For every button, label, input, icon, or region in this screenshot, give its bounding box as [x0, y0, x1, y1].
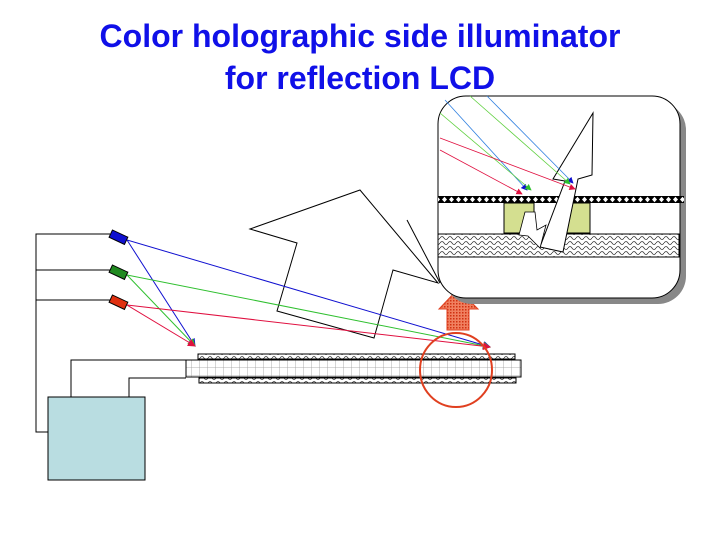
- inset-small-arrow: [518, 211, 547, 249]
- slide-title-line-1: Color holographic side illuminator: [99, 18, 621, 54]
- laser-rays: [126, 239, 491, 351]
- red-laser: [108, 294, 129, 311]
- magnify-highlight-circle: [419, 332, 493, 408]
- output-light-arrow: [248, 189, 440, 339]
- laser-sources: [108, 229, 129, 311]
- inset-connector: [406, 219, 441, 284]
- green-laser: [108, 264, 129, 281]
- magnified-inset: [437, 95, 686, 304]
- light-guide-panel: [185, 353, 522, 384]
- wiring: [35, 233, 186, 433]
- blue-laser: [108, 229, 129, 246]
- slide-title-line-2: for reflection LCD: [224, 60, 496, 96]
- controller-box: [47, 396, 146, 481]
